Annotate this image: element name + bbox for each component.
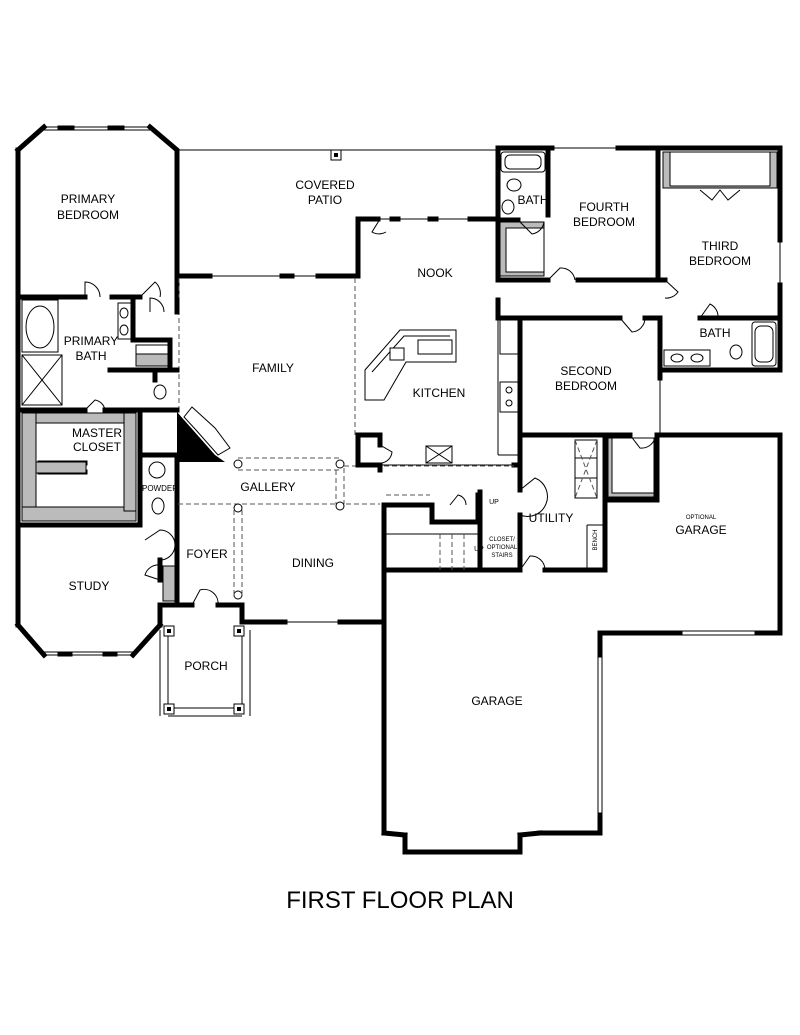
porch (159, 625, 251, 717)
column-icon (335, 459, 345, 469)
bath-fixtures-upper (500, 151, 546, 215)
upper-right-walls (495, 145, 783, 321)
stair-up-label: UP (489, 499, 499, 506)
covered-patio (174, 149, 501, 279)
toilet-icon (153, 384, 167, 400)
primary-bath-walls (15, 294, 180, 528)
stair-up-label: UP (474, 546, 484, 553)
room-label-primary-bath: PRIMARY (64, 334, 118, 348)
svg-text:BEDROOM: BEDROOM (57, 208, 119, 222)
column-icon (233, 590, 243, 600)
svg-text:BEDROOM: BEDROOM (689, 254, 751, 268)
label-bench: BENCH (593, 529, 599, 550)
room-label-foyer: FOYER (186, 547, 228, 561)
sink-icon (151, 497, 165, 515)
label-closet-optional-stairs: CLOSET/ (489, 537, 515, 543)
kitchen (354, 278, 523, 468)
door-swings (84, 189, 741, 606)
room-label-nook: NOOK (417, 266, 452, 280)
room-label-optional-garage: OPTIONAL (686, 515, 717, 521)
room-label-fourth-bedroom: FOURTH (579, 200, 629, 214)
room-label-study: STUDY (69, 579, 110, 593)
svg-text:OPTIONAL: OPTIONAL (487, 545, 518, 551)
column-icon (335, 501, 345, 511)
room-label-dining: DINING (292, 556, 334, 570)
svg-text:BEDROOM: BEDROOM (555, 379, 617, 393)
bath-fixtures-lower (663, 321, 777, 367)
toilet-icon (729, 344, 743, 360)
gallery (178, 457, 514, 600)
room-label-utility: UTILITY (529, 511, 574, 525)
sink-icon (501, 199, 515, 215)
svg-text:BEDROOM: BEDROOM (573, 215, 635, 229)
garage-walls (381, 502, 608, 855)
svg-text:GARAGE: GARAGE (675, 523, 726, 537)
svg-text:BATH: BATH (75, 349, 106, 363)
room-label-porch: PORCH (184, 659, 227, 673)
svg-text:STAIRS: STAIRS (491, 553, 512, 559)
range-icon (499, 381, 519, 413)
svg-text:CLOSET: CLOSET (73, 440, 122, 454)
room-label-primary-bedroom: PRIMARY (61, 192, 115, 206)
room-label-garage: GARAGE (471, 694, 522, 708)
study-walls (14, 522, 176, 659)
powder-walls (137, 452, 180, 528)
column-icon (233, 459, 243, 469)
room-label-bath-upper: BATH (517, 193, 548, 207)
room-label-covered-patio: COVERED (295, 178, 355, 192)
room-label-family: FAMILY (252, 361, 294, 375)
foyer-dining-walls (157, 519, 387, 625)
toilet-icon (506, 178, 522, 192)
refrigerator-icon (499, 319, 519, 355)
right-hall-walls (495, 297, 783, 381)
column-icon (233, 503, 243, 513)
plan-title: FIRST FLOOR PLAN (286, 887, 514, 914)
family-walls (174, 278, 231, 462)
room-label-master-closet: MASTER (72, 426, 122, 440)
room-label-kitchen: KITCHEN (413, 386, 466, 400)
room-label-gallery: GALLERY (240, 480, 295, 494)
room-label-second-bedroom: SECOND (560, 364, 612, 378)
fireplace-icon (177, 412, 225, 462)
room-labels: PRIMARY BEDROOM COVERED PATIO BATH FOURT… (57, 178, 751, 708)
room-label-third-bedroom: THIRD (702, 239, 739, 253)
toilet-icon (148, 461, 166, 479)
optional-garage-walls (597, 432, 783, 636)
svg-text:PATIO: PATIO (308, 193, 342, 207)
room-label-powder: POWDER (142, 484, 178, 493)
bathtub-icon (25, 305, 55, 349)
room-label-bath-lower: BATH (699, 326, 730, 340)
